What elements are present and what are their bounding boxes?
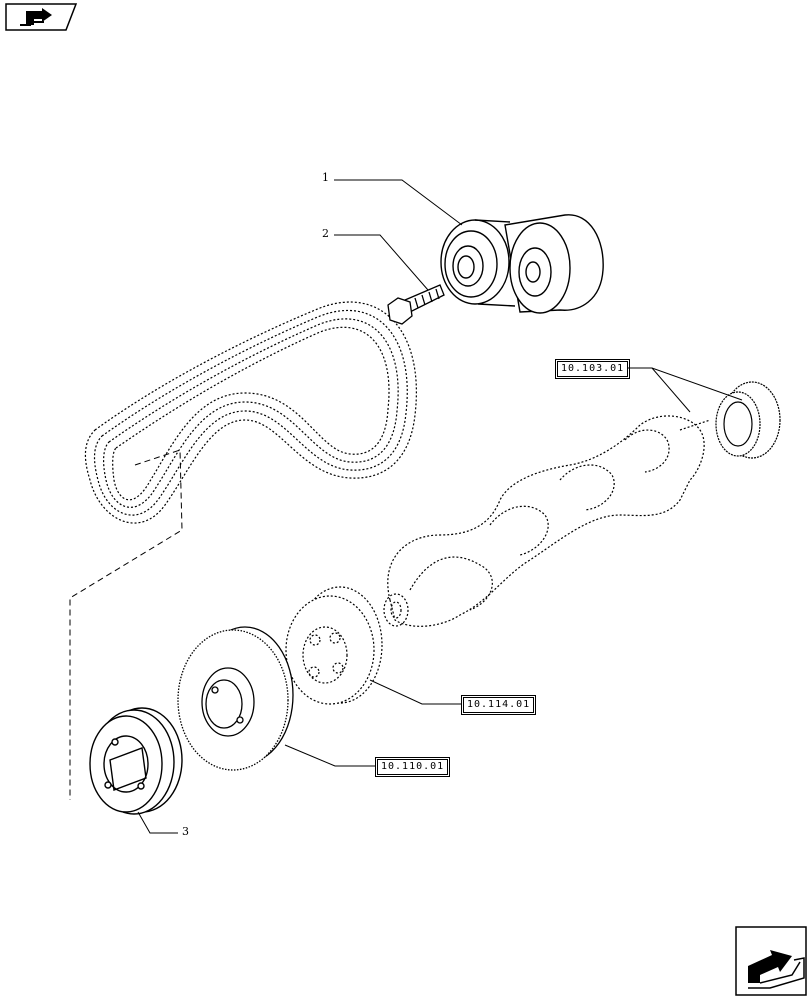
crankshaft-gear — [715, 381, 781, 459]
poly-v-belt — [84, 301, 417, 524]
ref-pulley[interactable]: 10.110.01 — [374, 757, 451, 777]
crankshaft — [383, 415, 711, 627]
vibration-damper — [285, 586, 383, 705]
front-pulley — [89, 707, 183, 815]
belt-tensioner — [440, 214, 604, 314]
leader-lines — [137, 179, 743, 834]
belt-to-pulley-leader — [69, 449, 183, 800]
callout-2: 2 — [322, 227, 329, 240]
next-page-icon[interactable] — [735, 926, 807, 996]
prev-page-icon[interactable] — [5, 3, 78, 31]
crankshaft-pulley — [177, 626, 294, 771]
ref-crank-gear[interactable]: 10.103.01 — [554, 359, 631, 379]
callout-1: 1 — [322, 171, 329, 184]
tensioner-bolt — [387, 284, 445, 325]
ref-damper[interactable]: 10.114.01 — [460, 695, 537, 715]
callout-3: 3 — [182, 825, 189, 838]
